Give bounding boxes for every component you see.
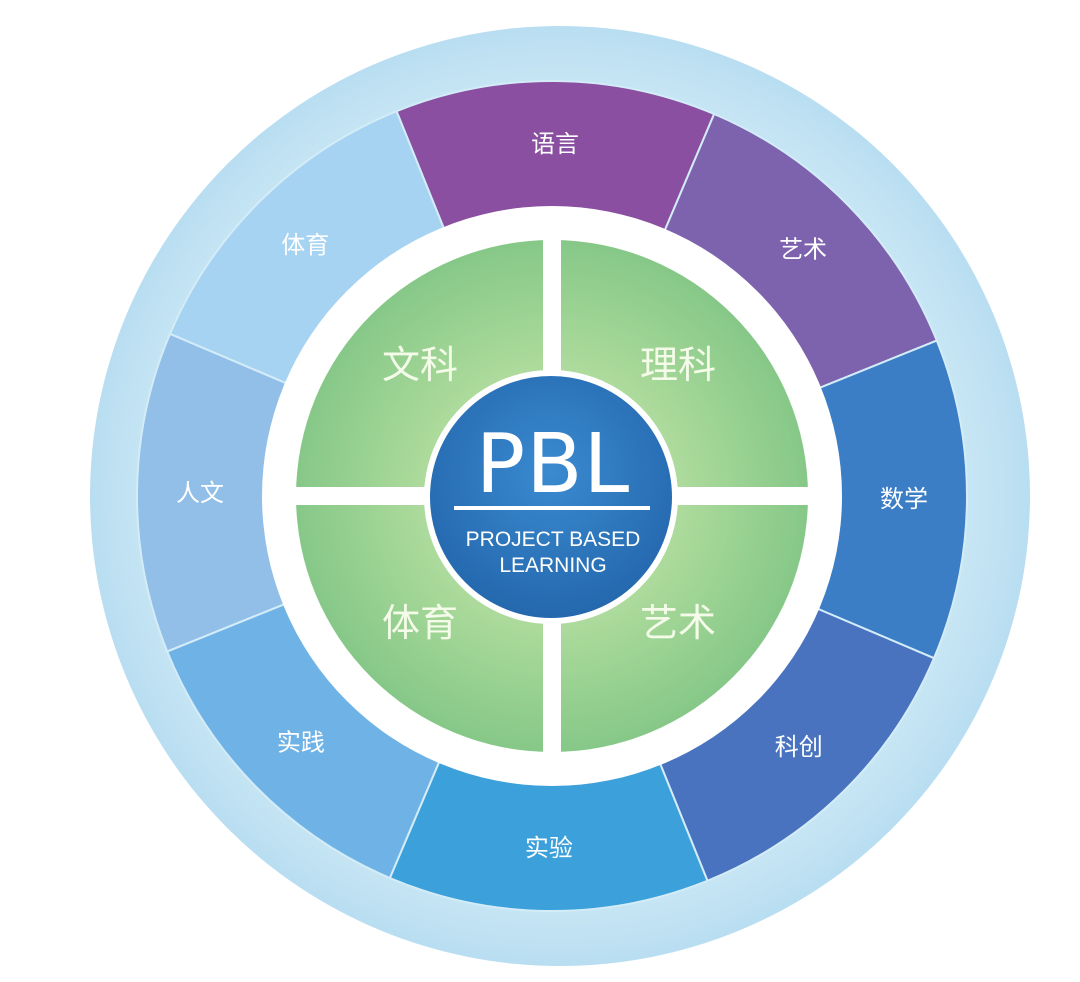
- center-title: PBL: [476, 417, 630, 512]
- center-underline: [454, 506, 650, 510]
- outer-label-shijian: 实践: [277, 729, 325, 757]
- center-subtitle-line2: LEARNING: [499, 554, 606, 577]
- outer-label-kechuang: 科创: [775, 733, 823, 761]
- outer-label-shuxue: 数学: [880, 485, 928, 513]
- quadrant-label-yishu: 艺术: [640, 601, 716, 645]
- outer-label-tiyu: 体育: [281, 231, 329, 259]
- quadrant-label-wenke: 文科: [382, 343, 458, 387]
- outer-label-yuyan: 语言: [531, 130, 579, 158]
- quadrant-label-tiyu: 体育: [382, 601, 458, 645]
- quadrant-label-like: 理科: [640, 343, 716, 387]
- outer-label-renwen: 人文: [176, 479, 224, 507]
- center-circle: [424, 370, 678, 624]
- outer-label-shiyan: 实验: [525, 834, 573, 862]
- center-subtitle-line1: PROJECT BASED: [466, 528, 641, 551]
- outer-label-yishu: 艺术: [779, 235, 827, 263]
